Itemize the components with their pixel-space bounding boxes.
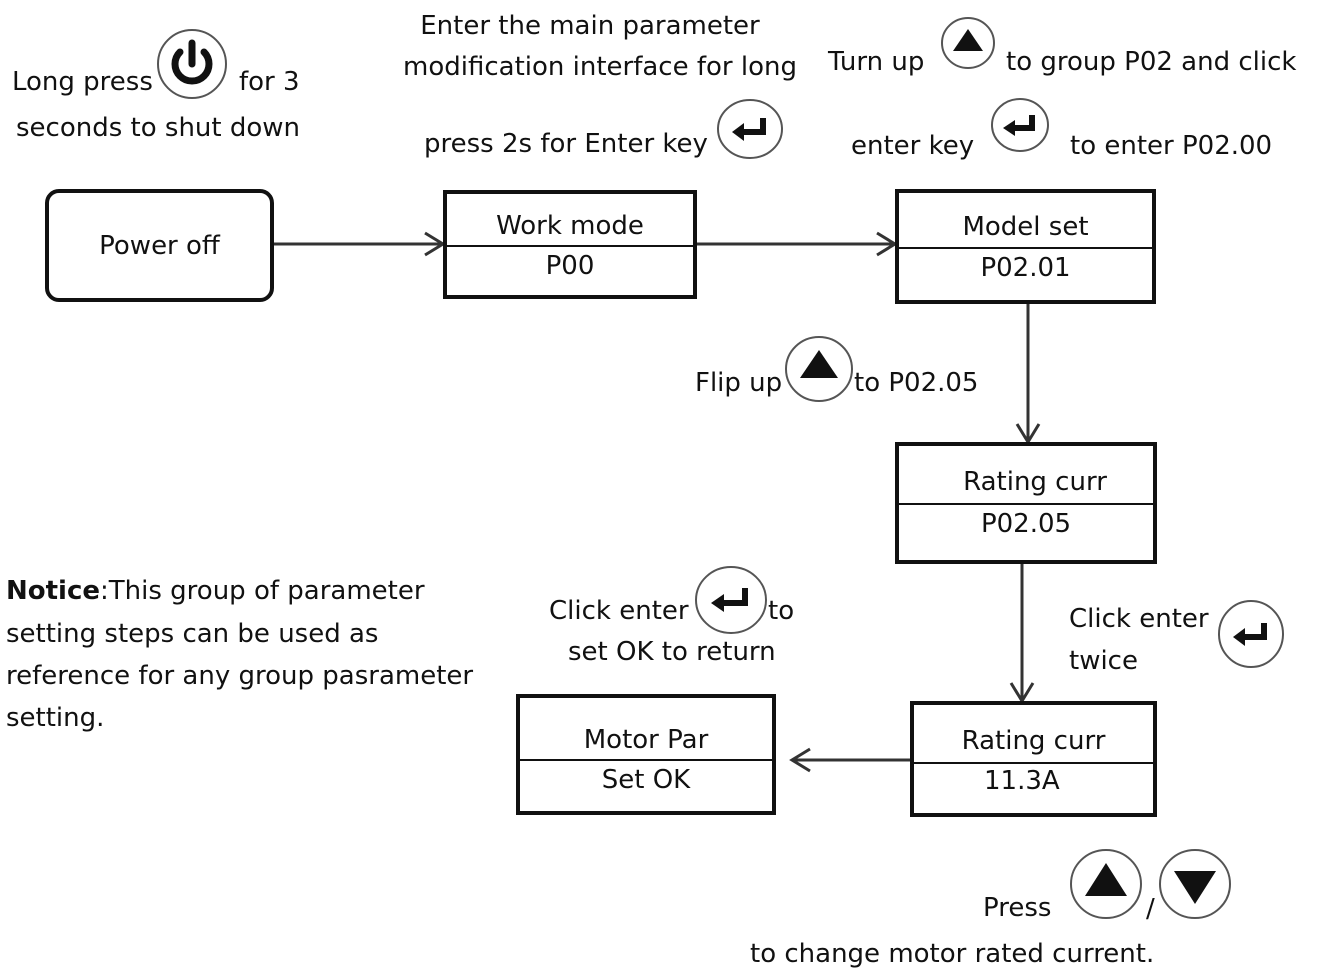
work-mode-code: P00 bbox=[545, 251, 595, 281]
power-off-note-line1b: for 3 bbox=[239, 67, 300, 97]
press-note-press: Press bbox=[983, 893, 1052, 923]
enter-icon bbox=[695, 566, 767, 634]
notice-line2: setting steps can be used as bbox=[6, 619, 379, 649]
click-return-line1a: Click enter bbox=[549, 596, 689, 626]
power-icon bbox=[157, 29, 227, 99]
press-note-slash: / bbox=[1146, 894, 1155, 924]
rating-curr-1-title: Rating curr bbox=[963, 467, 1107, 497]
notice-line3: reference for any group pasrameter bbox=[6, 661, 474, 691]
enter-note-line3: press 2s for Enter key bbox=[424, 129, 708, 159]
press-note-line2: to change motor rated current. bbox=[750, 939, 1155, 969]
rating-curr-2-divider bbox=[914, 762, 1153, 764]
notice-line1: Notice:This group of parameter bbox=[6, 575, 425, 607]
up-icon bbox=[785, 336, 853, 402]
down-icon bbox=[1159, 849, 1231, 919]
enter-note-line1: Enter the main parameter bbox=[420, 11, 760, 41]
power-off-label: Power off bbox=[99, 230, 220, 261]
flip-note-b: to P02.05 bbox=[854, 368, 979, 398]
rating-curr-box-1: Rating curr P02.05 bbox=[895, 442, 1157, 564]
model-set-title: Model set bbox=[962, 212, 1089, 242]
rating-curr-2-title: Rating curr bbox=[961, 726, 1106, 756]
up-icon bbox=[1070, 849, 1142, 919]
enter-icon bbox=[991, 98, 1049, 152]
work-mode-divider bbox=[447, 245, 693, 247]
rating-curr-1-divider bbox=[899, 503, 1153, 505]
motor-par-box: Motor Par Set OK bbox=[516, 694, 776, 815]
model-set-code: P02.01 bbox=[980, 253, 1071, 283]
model-set-box: Model set P02.01 bbox=[895, 189, 1156, 304]
work-mode-box: Work mode P00 bbox=[443, 190, 697, 299]
notice-title: Notice bbox=[6, 576, 101, 606]
enter-icon bbox=[1218, 600, 1284, 668]
notice-line4: setting. bbox=[6, 703, 105, 733]
click-return-line1b: to bbox=[768, 596, 795, 626]
rating-curr-2-value: 11.3A bbox=[984, 766, 1060, 796]
click-return-line2: set OK to return bbox=[568, 637, 776, 667]
turn-up-note-line2a: enter key bbox=[851, 131, 975, 161]
turn-up-note-line1b: to group P02 and click bbox=[1006, 47, 1297, 77]
work-mode-title: Work mode bbox=[496, 211, 644, 241]
power-off-note-line1a: Long press bbox=[12, 67, 153, 97]
enter-icon bbox=[717, 99, 783, 159]
turn-up-note-line1a: Turn up bbox=[828, 47, 925, 77]
up-icon bbox=[941, 17, 995, 69]
rating-curr-box-2: Rating curr 11.3A bbox=[910, 701, 1157, 817]
click-twice-line2: twice bbox=[1069, 646, 1138, 676]
power-off-box: Power off bbox=[45, 189, 274, 302]
motor-par-status: Set OK bbox=[601, 765, 691, 795]
motor-par-title: Motor Par bbox=[583, 725, 709, 755]
flip-note-a: Flip up bbox=[695, 368, 783, 398]
motor-par-divider bbox=[520, 759, 772, 761]
enter-note-line2: modification interface for long bbox=[403, 52, 797, 82]
notice-text-1: :This group of parameter bbox=[100, 576, 425, 606]
rating-curr-1-code: P02.05 bbox=[980, 509, 1072, 539]
turn-up-note-line2b: to enter P02.00 bbox=[1070, 131, 1273, 161]
power-off-note-line2: seconds to shut down bbox=[16, 113, 301, 143]
click-twice-line1: Click enter bbox=[1069, 604, 1209, 634]
model-set-divider bbox=[899, 247, 1152, 249]
